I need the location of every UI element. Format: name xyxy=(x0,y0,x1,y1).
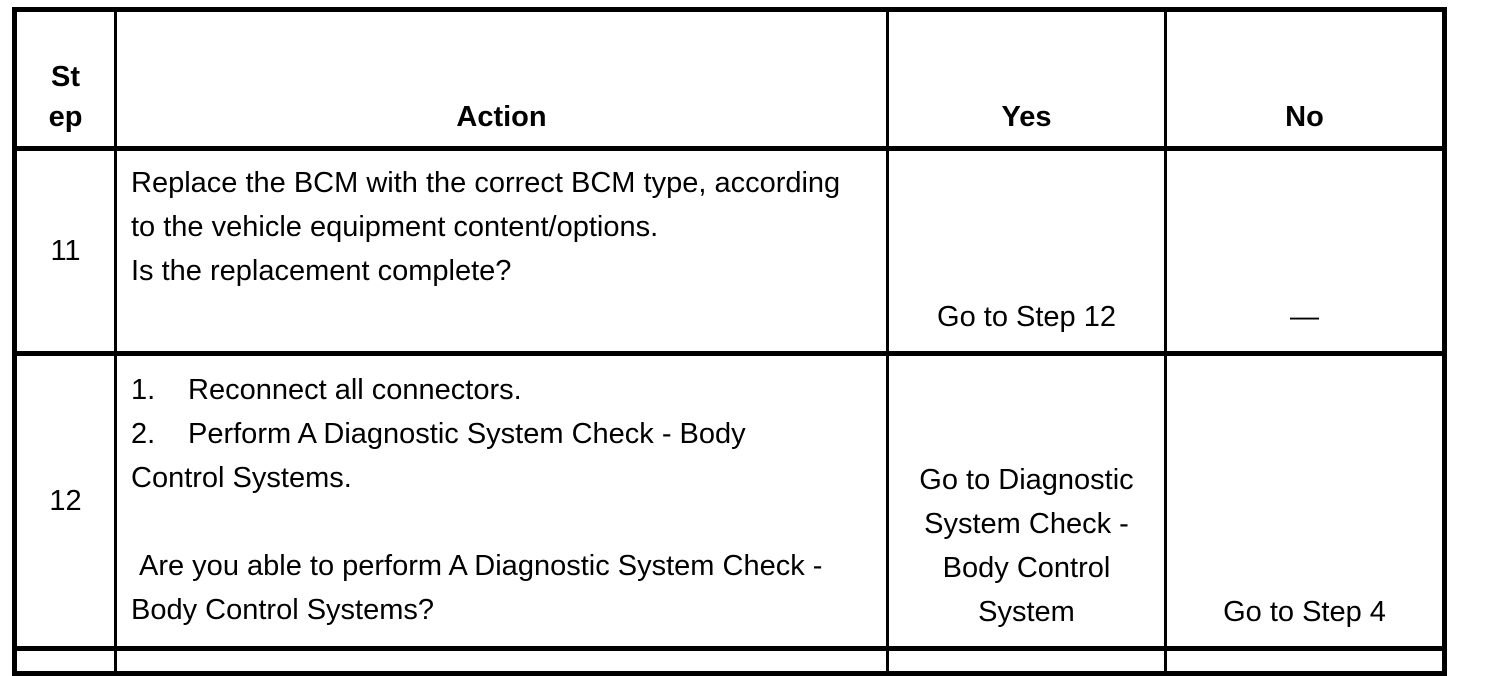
header-yes-label: Yes xyxy=(1001,101,1052,133)
yes-line: System Check - xyxy=(924,508,1129,540)
action-blank-line xyxy=(131,500,868,544)
step-cell: 12 xyxy=(17,356,117,646)
header-step-line1: St xyxy=(51,61,80,93)
header-yes: Yes xyxy=(889,12,1167,146)
yes-line: Body Control xyxy=(942,552,1111,584)
yes-cell xyxy=(889,651,1167,671)
table-row-step-12: 12 1. Reconnect all connectors. 2. Perform… xyxy=(17,356,1442,651)
action-cell: Replace the BCM with the correct BCM typ… xyxy=(117,151,889,351)
header-no: No xyxy=(1167,12,1442,146)
no-cell xyxy=(1167,651,1442,671)
action-list-item: 1. Reconnect all connectors. xyxy=(131,368,868,412)
no-cell: — xyxy=(1167,151,1442,351)
header-no-label: No xyxy=(1285,101,1324,133)
step-number: 12 xyxy=(49,484,82,517)
step-number: 11 xyxy=(50,234,81,267)
diagnostic-steps-table: St ep Action Yes No 11 Replace the BCM w… xyxy=(12,7,1447,676)
action-cell: 1. Reconnect all connectors. 2. Perform A … xyxy=(117,356,889,646)
yes-cell: Go to Diagnostic System Check - Body Con… xyxy=(889,356,1167,646)
table-header-row: St ep Action Yes No xyxy=(17,12,1442,151)
action-line: Are you able to perform A Diagnostic Sys… xyxy=(139,550,823,582)
list-marker: 1. xyxy=(131,374,156,406)
header-step: St ep xyxy=(17,12,117,146)
no-line: — xyxy=(1290,301,1319,333)
no-line: Go to Step 4 xyxy=(1223,596,1386,628)
no-cell: Go to Step 4 xyxy=(1167,356,1442,646)
header-step-line2: ep xyxy=(48,101,83,133)
action-line: Replace the BCM with the correct BCM typ… xyxy=(131,167,841,199)
yes-cell: Go to Step 12 xyxy=(889,151,1167,351)
action-line-text: Perform A Diagnostic System Check - Body xyxy=(188,418,746,450)
yes-line: System xyxy=(978,596,1075,628)
list-marker: 2. xyxy=(131,418,156,450)
step-cell: 11 xyxy=(17,151,117,351)
yes-line: Go to Diagnostic xyxy=(919,464,1134,496)
action-line: Body Control Systems? xyxy=(131,594,435,626)
action-line: Is the replacement complete? xyxy=(131,255,512,287)
action-list-item: 2. Perform A Diagnostic System Check - Bo… xyxy=(131,412,868,456)
action-line-text: Reconnect all connectors. xyxy=(188,374,522,406)
yes-line: Go to Step 12 xyxy=(937,301,1116,333)
table-row-step-11: 11 Replace the BCM with the correct BCM … xyxy=(17,151,1442,356)
header-action-label: Action xyxy=(456,101,547,133)
step-cell xyxy=(17,651,117,671)
action-line: Control Systems. xyxy=(131,462,352,494)
table-row-partial xyxy=(17,651,1442,671)
action-cell xyxy=(117,651,889,671)
header-action: Action xyxy=(117,12,889,146)
action-line: to the vehicle equipment content/options… xyxy=(131,211,659,243)
